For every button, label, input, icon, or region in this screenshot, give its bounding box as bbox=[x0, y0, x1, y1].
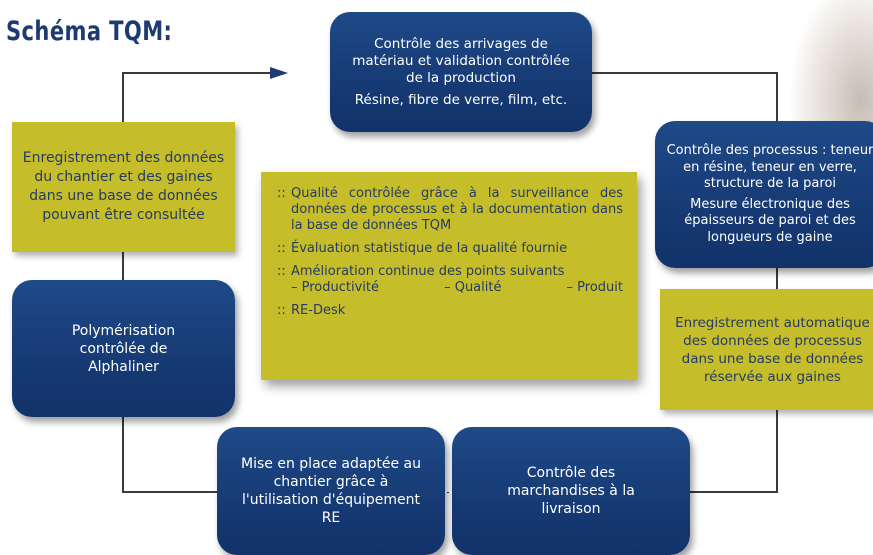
connector-top-to-right bbox=[592, 72, 778, 121]
box-polymerisation: Polymérisation contrôlée de Alphaliner bbox=[12, 280, 235, 417]
improvement-points: – Productivité – Qualité – Produit bbox=[291, 280, 623, 296]
summary-item-improvement: :: Amélioration continue des points suiv… bbox=[277, 264, 623, 296]
box-process-recording-text: Enregistrement automatique des données d… bbox=[675, 314, 870, 385]
bullet-marker: :: bbox=[277, 186, 286, 201]
summary-item-statistics: :: Évaluation statistique de la qualité … bbox=[277, 241, 623, 257]
box-polymerisation-text: Polymérisation contrôlée de Alphaliner bbox=[71, 322, 176, 375]
tqm-summary-panel: :: Qualité contrôlée grâce à la surveill… bbox=[261, 172, 637, 380]
arrowhead bbox=[270, 67, 288, 79]
box-material-control: Contrôle des arrivages de matériau et va… bbox=[330, 12, 592, 132]
connector-left-to-top bbox=[122, 72, 272, 122]
connector-right-to-bottom bbox=[690, 410, 778, 493]
box-site-installation-text: Mise en place adaptée au chantier grâce … bbox=[241, 456, 421, 526]
box-process-control-text: Contrôle des processus : teneur en résin… bbox=[666, 143, 873, 191]
box-site-installation: Mise en place adaptée au chantier grâce … bbox=[217, 427, 445, 555]
box-material-control-text: Contrôle des arrivages de matériau et va… bbox=[352, 35, 570, 86]
box-delivery-control: Contrôle des marchandises à la livraison bbox=[452, 427, 690, 555]
page-title: Schéma TQM: bbox=[6, 16, 173, 47]
box-material-control-subtext: Résine, fibre de verre, film, etc. bbox=[354, 91, 568, 108]
summary-item-re-desk: :: RE-Desk bbox=[277, 303, 623, 319]
bullet-marker: :: bbox=[277, 264, 286, 279]
box-process-recording: Enregistrement automatique des données d… bbox=[660, 289, 873, 410]
bullet-marker: :: bbox=[277, 303, 286, 318]
summary-item-text: Évaluation statistique de la qualité fou… bbox=[291, 241, 568, 256]
point-productivity: – Productivité bbox=[291, 280, 380, 295]
box-process-control: Contrôle des processus : teneur en résin… bbox=[655, 121, 873, 268]
point-product: – Produit bbox=[566, 280, 623, 295]
point-quality: – Qualité bbox=[444, 280, 502, 295]
summary-item-quality-control: :: Qualité contrôlée grâce à la surveill… bbox=[277, 186, 623, 234]
box-site-data-recording: Enregistrement des données du chantier e… bbox=[12, 122, 235, 252]
box-site-data-recording-text: Enregistrement des données du chantier e… bbox=[22, 150, 225, 223]
box-process-control-subtext: Mesure électronique des épaisseurs de pa… bbox=[684, 196, 856, 245]
box-delivery-control-text: Contrôle des marchandises à la livraison bbox=[507, 465, 635, 517]
summary-item-text: RE-Desk bbox=[291, 303, 346, 318]
summary-item-text: Amélioration continue des points suivant… bbox=[291, 264, 565, 279]
bullet-marker: :: bbox=[277, 241, 286, 256]
connector-bottom-to-left bbox=[122, 417, 217, 493]
summary-item-text: Qualité contrôlée grâce à la surveillanc… bbox=[291, 186, 623, 233]
